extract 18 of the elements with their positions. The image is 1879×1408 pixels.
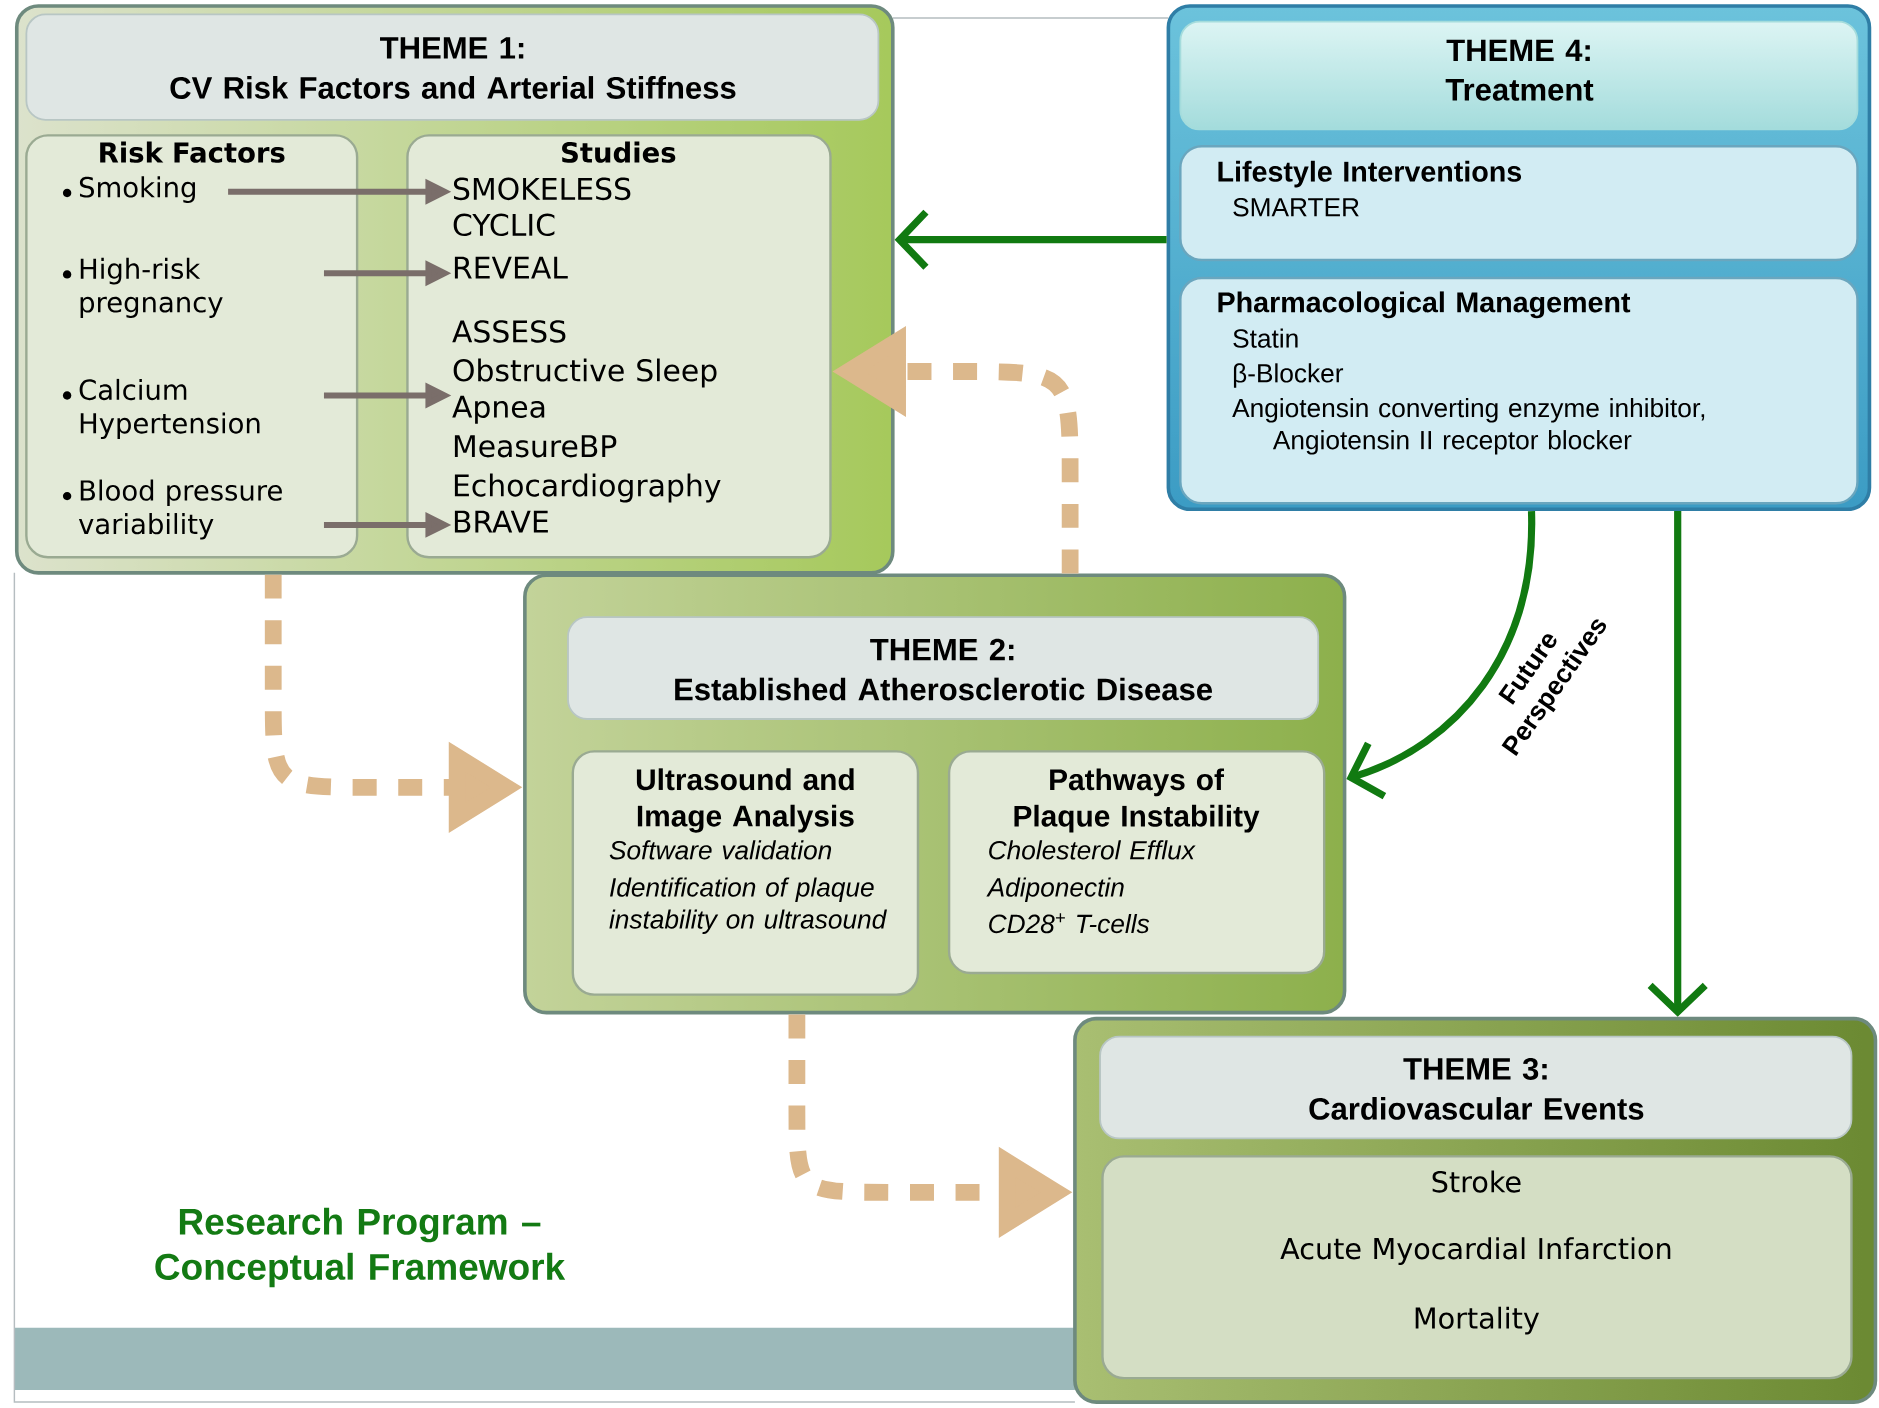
study-name: SMOKELESS bbox=[453, 177, 631, 201]
study-name: ASSESS bbox=[452, 320, 566, 343]
study-name: CYCLIC bbox=[453, 213, 555, 237]
list-item: Blood pressure variability bbox=[62, 479, 282, 540]
topic-box: Pathways of Plaque Instability Cholesterol Efflux Adiponectin CD28$^{+}$ T-cells bbox=[947, 750, 1326, 975]
list-item: Calcium Hypertension bbox=[62, 378, 260, 439]
study-name: MeasureBP bbox=[454, 435, 617, 458]
study-name: BRAVE bbox=[454, 510, 548, 533]
study-name: Echocardiography bbox=[454, 473, 721, 503]
topic-box: Stroke Acute Myocardial Infarction Mortality bbox=[1101, 1155, 1853, 1380]
topic-box: Pharmacological Management Statin β-Blocker Angiotensin converting enzyme inhibitor, Angiotensin II receptor blocker bbox=[1179, 276, 1859, 505]
study-name: REVEAL bbox=[454, 256, 568, 279]
list-item: High-risk pregnancy bbox=[62, 257, 223, 318]
study-name: Obstructive Sleep Apnea bbox=[452, 358, 717, 424]
list-item: Smoking bbox=[62, 176, 195, 203]
topic-box: Lifestyle Interventions SMARTER bbox=[1179, 145, 1859, 262]
topic-box: Ultrasound and Image Analysis Software validation Identification of plaque instability on ultrasound bbox=[571, 750, 920, 996]
title-text: Research Program – Conceptual Framework bbox=[155, 1207, 566, 1288]
